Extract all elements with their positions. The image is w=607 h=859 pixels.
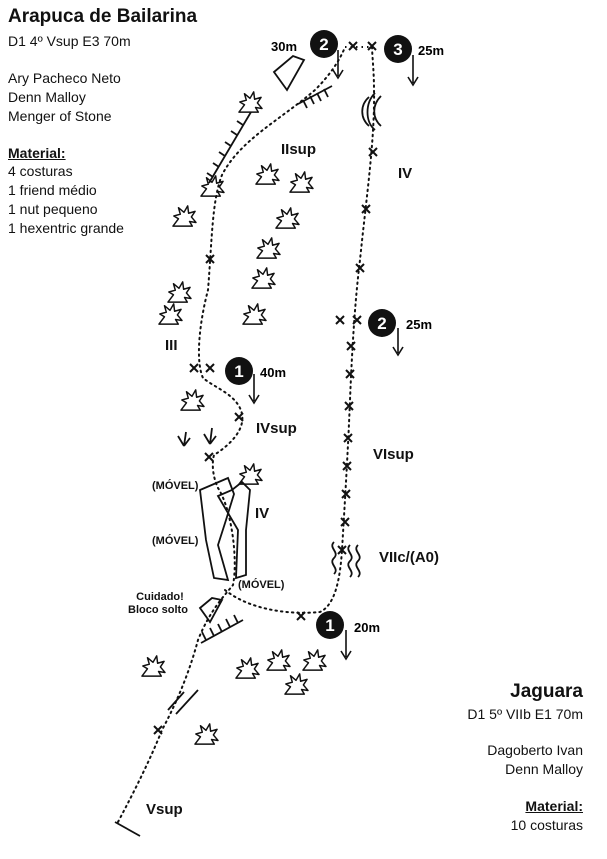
- grade-iv-top: IV: [398, 165, 412, 182]
- left-material-3: 1 nut pequeno: [8, 201, 98, 217]
- right-route-title: Jaguara: [510, 681, 583, 702]
- belay-left-2-dist: 30m: [271, 39, 297, 54]
- right-material-1: 10 costuras: [510, 817, 583, 833]
- left-material-4: 1 hexentric grande: [8, 220, 124, 236]
- note-movel-1: (MÓVEL): [152, 479, 199, 492]
- left-climber-3: Menger of Stone: [8, 108, 112, 124]
- belay-left-2: 2: [310, 30, 344, 80]
- grade-iisup: IIsup: [281, 141, 316, 158]
- left-material-label: Material:: [8, 145, 66, 161]
- grade-viic: VIIc/(A0): [379, 549, 439, 566]
- note-movel-3: (MÓVEL): [238, 578, 285, 591]
- note-movel-2: (MÓVEL): [152, 534, 199, 547]
- left-route-line: [117, 46, 346, 823]
- right-route-grade: D1 5º VIIb E1 70m: [467, 706, 583, 722]
- svg-text:3: 3: [393, 40, 402, 59]
- grade-visup: VIsup: [373, 446, 414, 463]
- left-material-2: 1 friend médio: [8, 182, 97, 198]
- left-route-grade: D1 4º Vsup E3 70m: [8, 33, 131, 49]
- svg-text:2: 2: [319, 35, 328, 54]
- grade-iv-mid: IV: [255, 505, 269, 522]
- bushes: [141, 91, 327, 745]
- right-route-line: [224, 44, 376, 614]
- svg-text:2: 2: [377, 314, 386, 333]
- belay-right-1: 1: [316, 611, 352, 661]
- bolt-marks: [153, 41, 378, 735]
- svg-text:1: 1: [234, 362, 243, 381]
- belay-left-1: 1: [225, 357, 260, 405]
- right-climber-1: Dagoberto Ivan: [487, 742, 583, 758]
- belay-left-3-dist: 25m: [418, 43, 444, 58]
- belay-right-2-dist: 25m: [406, 317, 432, 332]
- right-climber-2: Denn Malloy: [505, 761, 583, 777]
- right-material-label: Material:: [525, 798, 583, 814]
- belay-right-2: 2: [368, 309, 404, 357]
- left-material-1: 4 costuras: [8, 163, 73, 179]
- note-cuidado: Cuidado!: [136, 591, 184, 603]
- belay-left-3: 3: [384, 35, 419, 87]
- svg-text:1: 1: [325, 616, 334, 635]
- belay-left-1-dist: 40m: [260, 365, 286, 380]
- note-bloco-solto: Bloco solto: [128, 604, 188, 616]
- grade-ivsup: IVsup: [256, 420, 297, 437]
- left-route-title: Arapuca de Bailarina: [8, 6, 198, 27]
- grade-vsup: Vsup: [146, 801, 183, 818]
- left-climber-2: Denn Malloy: [8, 89, 86, 105]
- left-climber-1: Ary Pacheco Neto: [8, 70, 121, 86]
- belay-right-1-dist: 20m: [354, 620, 380, 635]
- grade-iii: III: [165, 337, 178, 354]
